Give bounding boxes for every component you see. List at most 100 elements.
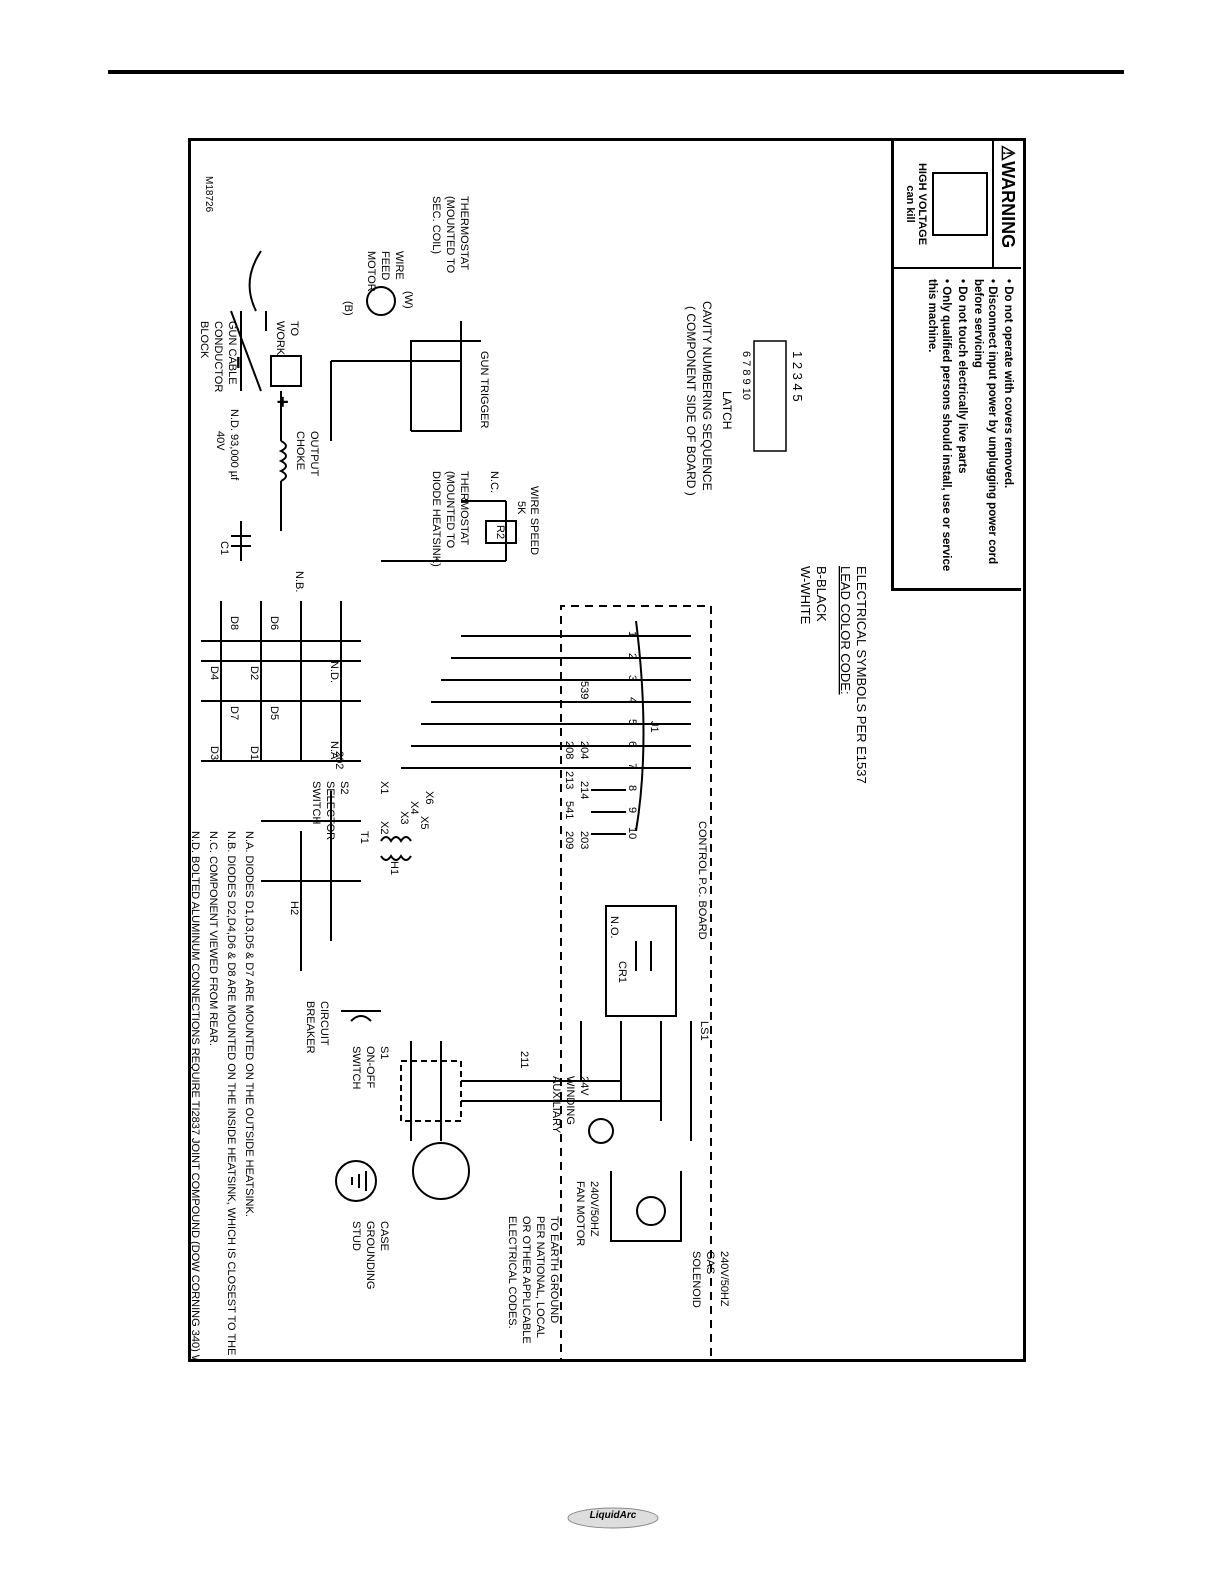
label-fan-1: 240V/50HZ: [588, 1181, 600, 1237]
footer-logo: LiquidArc: [566, 1503, 660, 1533]
label-breaker-2: BREAKER: [304, 1001, 316, 1054]
cavity-row1: 1 2 3 4 5: [790, 351, 805, 402]
drawing-number: M18726: [203, 176, 214, 213]
gun-cable-block: [270, 355, 302, 387]
pin-label: 2: [626, 653, 638, 659]
label-fan-2: FAN MOTOR: [574, 1181, 586, 1246]
cavity-latch: LATCH: [720, 391, 734, 429]
gas-solenoid: [636, 1196, 666, 1226]
label-nb: N.B.: [293, 571, 305, 592]
pin-label: 10: [626, 827, 638, 839]
capacitor-c1: [231, 521, 251, 561]
label-to-work-2: WORK: [274, 321, 286, 356]
wire-speed-pot: [485, 520, 517, 544]
rectifier-rails: [201, 640, 361, 762]
note: N.A. DIODES D1,D3,D5 & D7 ARE MOUNTED ON…: [243, 831, 255, 1217]
label-selector-1: S2: [338, 781, 350, 794]
label-d2: D2: [248, 666, 260, 680]
label-w: (W): [402, 291, 414, 309]
pin-label: 7: [626, 763, 638, 769]
board-wires: [401, 635, 691, 769]
label-wire-feed-2: FEED: [379, 251, 391, 280]
label-b: (B): [342, 301, 354, 316]
label-d3: D3: [208, 746, 220, 760]
ground-stud: [335, 1160, 377, 1202]
note: N.B. DIODES D2,D4,D6 & D8 ARE MOUNTED ON…: [225, 831, 237, 1359]
cr1-contacts: [635, 941, 652, 971]
label-winding-3: AUXILIARY: [550, 1076, 562, 1134]
rectifier-bus: [220, 601, 342, 761]
cr1-relay: [605, 905, 677, 1017]
work-lead: [230, 310, 262, 392]
label-output-choke-2: CHOKE: [294, 431, 306, 470]
label-earth-1: TO EARTH GROUND: [548, 1216, 560, 1323]
wire-label: 209: [563, 831, 575, 849]
pin-label: 6: [626, 741, 638, 747]
label-selector-2: SELECTOR: [324, 781, 336, 840]
pin-label: 1: [626, 631, 638, 637]
label-gun-block-3: BLOCK: [198, 321, 210, 359]
label-gun-block-1: GUN CABLE: [226, 321, 238, 385]
wire-label: 204: [578, 741, 590, 759]
circuit-breaker: [341, 1010, 381, 1022]
ground-icon: [351, 1171, 367, 1191]
label-breaker-1: CIRCUIT: [318, 1001, 330, 1046]
label-d7: D7: [228, 706, 240, 720]
label-gun-trigger: GUN TRIGGER: [478, 351, 490, 428]
footer-logo-text: LiquidArc: [589, 1510, 637, 1521]
trigger-thermostat-loop: [330, 321, 481, 441]
pin-label: 5: [626, 719, 638, 725]
label-selector-3: SWITCH: [310, 781, 322, 824]
label-winding-1: 24V: [578, 1076, 590, 1096]
legend-title: ELECTRICAL SYMBOLS PER E1537: [854, 566, 869, 784]
pin-label: 4: [626, 697, 638, 703]
label-s1-3: SWITCH: [350, 1046, 362, 1089]
label-wire-feed-1: WIRE: [393, 251, 405, 280]
j1-pin-labels: 1 2 3 4 5 6 7 8 9 10: [626, 631, 638, 839]
wire-label: 202: [333, 751, 345, 769]
wire-label: 208: [563, 741, 575, 759]
label-d6: D6: [268, 616, 280, 630]
wire-label: 203: [578, 831, 590, 849]
label-nd: N.D.: [328, 661, 340, 683]
gun-cable: [248, 250, 267, 331]
label-thermostat-top-2: (MOUNTED TO: [444, 196, 456, 274]
line-leads: [461, 1021, 692, 1141]
legend-w: W-WHITE: [798, 566, 813, 625]
s1-switch: [400, 1060, 462, 1122]
label-thermostat-diode-1: THERMOSTAT: [458, 471, 470, 545]
label-grounding-2: GROUNDING: [364, 1221, 376, 1289]
label-thermostat-top-1: THERMOSTAT: [458, 196, 470, 270]
wire-label: 541: [563, 801, 575, 819]
label-gas-1: 240V/50HZ: [718, 1251, 730, 1307]
primary-leads: [261, 791, 361, 971]
gas-solenoid-leads: [610, 1171, 682, 1242]
control-board-box: [560, 605, 712, 1359]
schematic: ELECTRICAL SYMBOLS PER E1537 LEAD COLOR …: [189, 176, 869, 1359]
logo-swoosh-icon: [567, 1507, 659, 1529]
label-thermostat-top-3: SEC. COIL): [430, 196, 442, 254]
label-s1-2: ON-OFF: [364, 1046, 376, 1088]
transformer-t1: [380, 836, 412, 861]
wire-speed-leads: [381, 500, 507, 562]
label-gun-block-2: CONDUCTOR: [212, 321, 224, 392]
fan-motor: [588, 1118, 614, 1144]
diode-labels: D1 D2 D3 D4 D5 D6 D7 D8: [208, 616, 280, 760]
s1-leads: [410, 1041, 442, 1141]
wire-label: 211: [518, 1051, 530, 1069]
cavity-title: CAVITY NUMBERING SEQUENCE: [700, 301, 714, 491]
label-earth-2: PER NATIONAL, LOCAL: [534, 1216, 546, 1338]
label-d1: D1: [248, 746, 260, 760]
wire-feed-motor: [366, 286, 396, 316]
wire-number-labels: 203 204 202 208 209 211 213 214 539 541: [333, 681, 590, 1069]
label-d4: D4: [208, 666, 220, 680]
label-no: N.O.: [608, 916, 620, 939]
label-d5: D5: [268, 706, 280, 720]
wire-label: 213: [563, 771, 575, 789]
label-x2: X2: [378, 821, 390, 834]
pin-label: 9: [626, 807, 638, 813]
output-choke-coil: [278, 440, 287, 482]
wiring-diagram-frame: [188, 138, 1026, 1362]
wire-label: 214: [578, 781, 590, 799]
